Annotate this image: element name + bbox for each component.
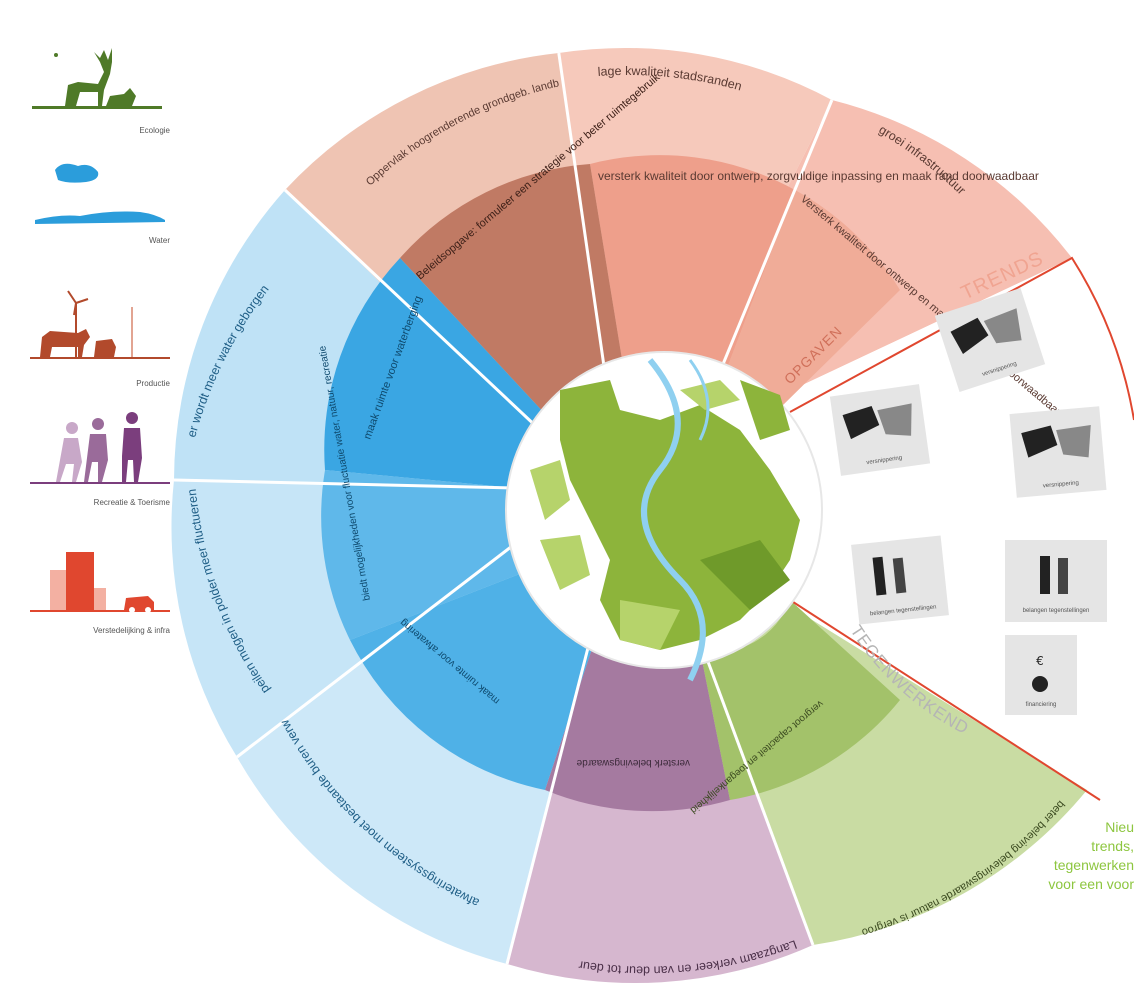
sector-inner-beleving: [545, 640, 730, 812]
side-note-line: trends,: [1091, 838, 1134, 854]
legend-item-verstedelijking: Verstedelijking & infra: [20, 548, 170, 648]
sector-dividers: [173, 52, 834, 965]
city-map: [530, 358, 800, 682]
legend-item-productie: Productie: [20, 285, 170, 395]
legend-label: Verstedelijking & infra: [93, 626, 170, 635]
sector-inner-fluctuatie: [321, 470, 530, 640]
legend-item-water: Water: [20, 158, 170, 248]
sector-inner-infra: [702, 190, 900, 432]
tegenwerkend-border: [789, 599, 1101, 801]
svg-text:€: €: [1036, 654, 1044, 668]
legend: Ecologie Water Productie R: [0, 0, 180, 989]
buildings-car-icon: [30, 552, 170, 613]
opgave-label: versterk belevingswaarde: [576, 757, 690, 768]
svg-text:versnippering: versnippering: [1043, 480, 1079, 489]
tegenwerkend-card: belangen tegenstellingen: [1005, 540, 1107, 622]
side-note-line: tegenwerken: [1053, 857, 1134, 873]
tegenwerkend-card: versnippering: [934, 288, 1046, 392]
legend-label: Water: [148, 236, 170, 245]
tegenwerkend-card: versnippering: [1009, 406, 1107, 498]
legend-label: Recreatie & Toerisme: [93, 498, 170, 507]
svg-text:belangen tegenstellingen: belangen tegenstellingen: [1023, 608, 1090, 614]
tegenwerkend-card: belangen tegenstellingen: [851, 535, 949, 625]
legend-label: Ecologie: [139, 126, 170, 135]
tegenwerkend-border: [789, 256, 1134, 421]
side-note: Nieu trends, tegenwerken voor een voor: [974, 818, 1134, 894]
legend-item-recreatie: Recreatie & Toerisme: [20, 410, 170, 510]
sector-inner-beleid: [400, 164, 630, 430]
side-note-line: voor een voor: [1048, 876, 1134, 892]
sector-inner-capaciteit: [700, 600, 900, 800]
legend-label: Productie: [136, 379, 170, 388]
sector-inner-waterberging: [324, 258, 560, 488]
hikers-icon: [30, 412, 170, 484]
svg-text:versnippering: versnippering: [866, 455, 903, 466]
deer-icon: [32, 48, 162, 109]
windmill-cow-icon: [30, 290, 170, 359]
legend-item-ecologie: Ecologie: [20, 40, 170, 140]
tegenwerkend-card: versnippering: [829, 384, 931, 476]
water-icon: [35, 163, 165, 224]
svg-text:financiering: financiering: [1026, 702, 1057, 708]
opgave-label: versterk kwaliteit door ontwerp, zorgvul…: [598, 169, 1039, 183]
tegenwerkend-card: € financiering: [1005, 635, 1077, 715]
side-note-line: Nieu: [1105, 819, 1134, 835]
